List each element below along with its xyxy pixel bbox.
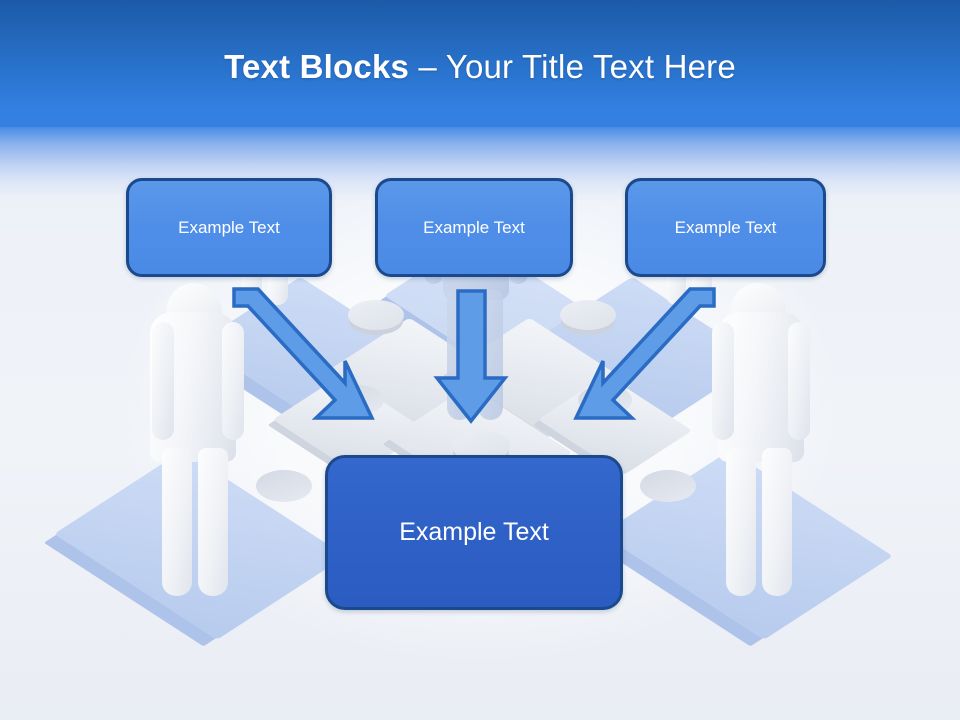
top-block-3-label: Example Text xyxy=(674,217,777,237)
page-title: Text Blocks – Your Title Text Here xyxy=(0,48,960,86)
page-title-bold: Text Blocks xyxy=(224,48,410,85)
header-band xyxy=(0,0,960,127)
puzzle-knob-upper-left xyxy=(348,300,404,330)
top-block-2-label: Example Text xyxy=(423,217,525,237)
top-block-2[interactable]: Example Text xyxy=(375,178,573,277)
puzzle-socket-base-left xyxy=(256,470,312,502)
top-block-3[interactable]: Example Text xyxy=(625,178,826,277)
main-block[interactable]: Example Text xyxy=(325,455,623,610)
puzzle-socket-base-right xyxy=(640,470,696,502)
page-title-dash: – xyxy=(409,48,446,85)
main-block-label: Example Text xyxy=(399,518,549,546)
puzzle-socket-right xyxy=(578,385,632,415)
top-block-1[interactable]: Example Text xyxy=(126,178,332,277)
top-block-1-label: Example Text xyxy=(178,217,280,237)
puzzle-knob-upper-right xyxy=(560,300,616,330)
page-title-regular: Your Title Text Here xyxy=(445,48,736,85)
puzzle-socket-left xyxy=(330,385,384,415)
